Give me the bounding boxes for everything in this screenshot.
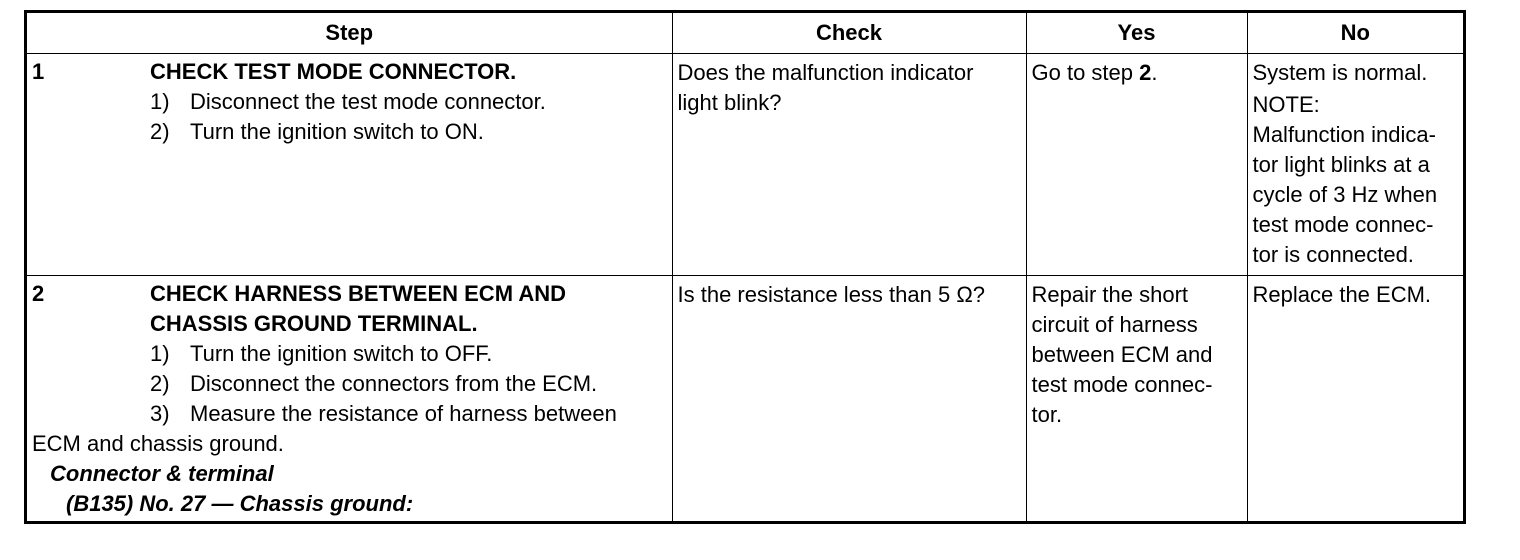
substep-1-2: 2) Turn the ignition switch to ON. xyxy=(150,117,667,147)
yes-suffix: . xyxy=(1151,60,1158,85)
no-text: System is normal. xyxy=(1252,60,1428,85)
note-line: test mode connec- xyxy=(1252,212,1434,237)
check-line: Does the malfunction indicator xyxy=(677,60,974,85)
yes-cell-2: Repair the short circuit of harness betw… xyxy=(1025,275,1248,521)
header-row: Step Check Yes No xyxy=(27,13,1463,54)
substep-num: 2) xyxy=(150,371,170,396)
yes-text: Go to step xyxy=(1031,60,1140,85)
yes-line: between ECM and xyxy=(1031,342,1213,367)
note-line: cycle of 3 Hz when xyxy=(1252,182,1438,207)
check-cell-2: Is the resistance less than 5 Ω? xyxy=(671,275,1027,521)
header-yes: Yes xyxy=(1025,13,1248,54)
step-title-2-line1: CHECK HARNESS BETWEEN ECM AND xyxy=(150,281,566,306)
yes-line: circuit of harness xyxy=(1031,312,1198,337)
substep-text: Disconnect the connectors from the ECM. xyxy=(190,371,598,396)
substep-num: 3) xyxy=(150,401,170,426)
yes-step-ref: 2 xyxy=(1139,60,1152,85)
substep-1-1: 1) Disconnect the test mode connector. xyxy=(150,87,667,117)
substep-num: 1) xyxy=(150,89,170,114)
substep-num: 1) xyxy=(150,341,170,366)
table-row-step-2: 2 CHECK HARNESS BETWEEN ECM AND CHASSIS … xyxy=(27,275,1463,521)
note-line: tor light blinks at a xyxy=(1252,152,1430,177)
header-check: Check xyxy=(671,13,1027,54)
check-line: Is the resistance less than 5 Ω? xyxy=(677,282,986,307)
step-cell-1: 1 CHECK TEST MODE CONNECTOR. 1) Disconnec… xyxy=(27,53,673,276)
substep-2-3-continued: ECM and chassis ground. xyxy=(32,431,284,456)
table-row-step-1: 1 CHECK TEST MODE CONNECTOR. 1) Disconnec… xyxy=(27,53,1463,276)
diagnostic-table: Step Check Yes No 1 CHECK TEST MODE CONN… xyxy=(27,13,1463,521)
substep-text: Disconnect the test mode connector. xyxy=(190,89,546,114)
header-no: No xyxy=(1246,13,1463,54)
step-title-1: CHECK TEST MODE CONNECTOR. xyxy=(150,59,517,84)
substep-2-2: 2) Disconnect the connectors from the ECM… xyxy=(150,369,667,399)
substep-text: Turn the ignition switch to OFF. xyxy=(190,341,493,366)
connector-label: Connector & terminal xyxy=(50,461,274,486)
no-text: Replace the ECM. xyxy=(1252,282,1432,307)
no-cell-2: Replace the ECM. xyxy=(1246,275,1463,521)
substep-2-3: 3) Measure the resistance of harness betw… xyxy=(150,399,667,429)
step-number-1: 1 xyxy=(32,59,45,84)
substep-num: 2) xyxy=(150,119,170,144)
note-line: Malfunction indica- xyxy=(1252,122,1436,147)
yes-line: Repair the short xyxy=(1031,282,1189,307)
yes-line: tor. xyxy=(1031,402,1063,427)
header-step: Step xyxy=(27,13,673,54)
note-line: tor is connected. xyxy=(1252,242,1414,267)
diagnostic-table-frame: Step Check Yes No 1 CHECK TEST MODE CONN… xyxy=(24,10,1466,524)
substep-text: Measure the resistance of harness betwee… xyxy=(190,401,617,426)
step-title-2-line2: CHASSIS GROUND TERMINAL. xyxy=(150,311,478,336)
substep-2-1: 1) Turn the ignition switch to OFF. xyxy=(150,339,667,369)
substep-text: Turn the ignition switch to ON. xyxy=(190,119,484,144)
yes-cell-1: Go to step 2. xyxy=(1025,53,1248,276)
check-line: light blink? xyxy=(677,90,782,115)
connector-detail: (B135) No. 27 — Chassis ground: xyxy=(66,491,414,516)
step-cell-2: 2 CHECK HARNESS BETWEEN ECM AND CHASSIS … xyxy=(27,275,673,521)
step-number-2: 2 xyxy=(32,281,45,306)
no-cell-1: System is normal. NOTE: Malfunction indi… xyxy=(1246,53,1463,276)
check-cell-1: Does the malfunction indicator light bli… xyxy=(671,53,1027,276)
note-label: NOTE: xyxy=(1252,92,1320,117)
yes-line: test mode connec- xyxy=(1031,372,1213,397)
